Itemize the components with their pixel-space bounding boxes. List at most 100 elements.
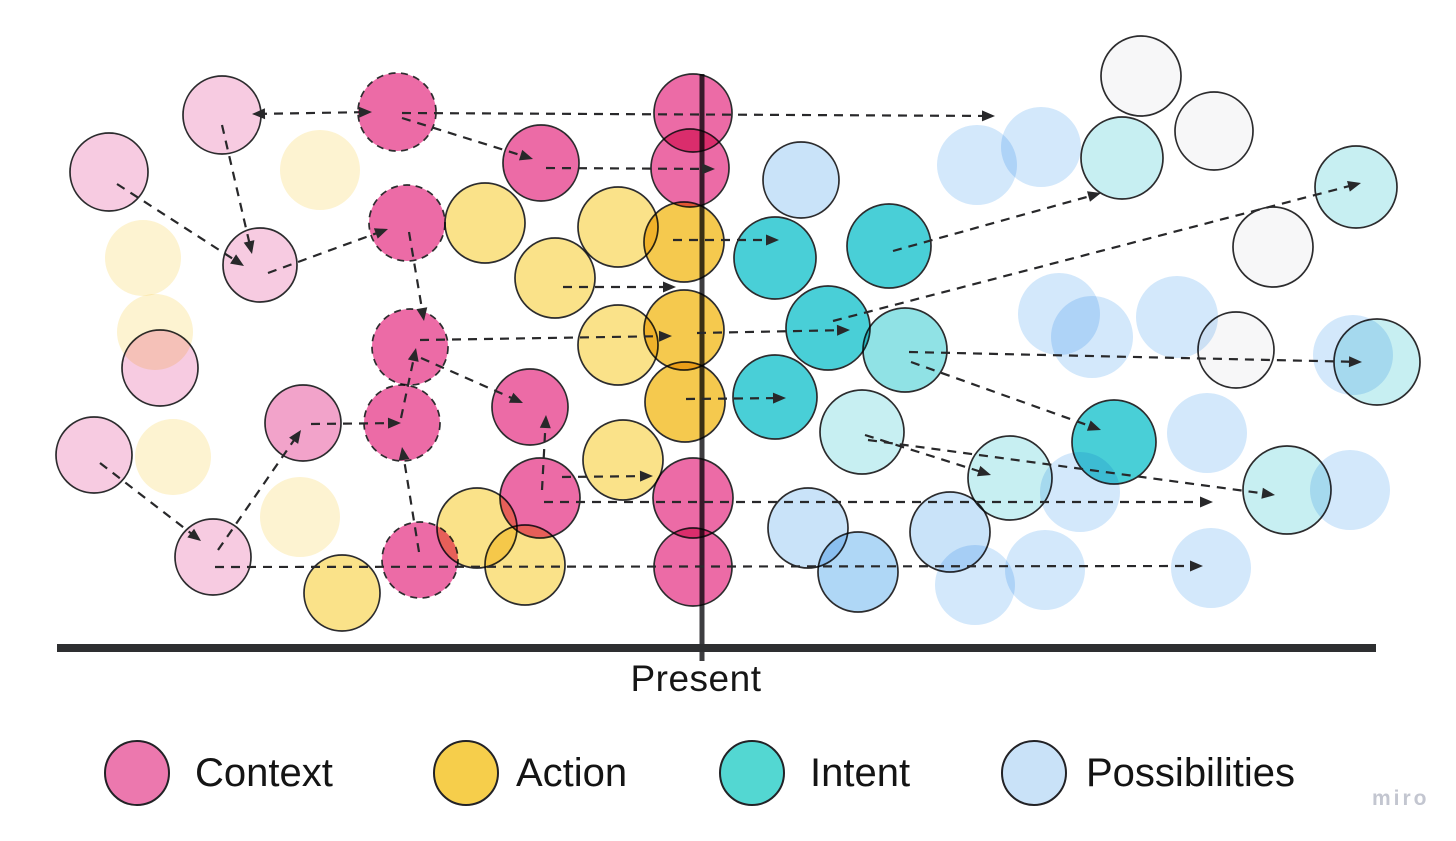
arrowhead-icon xyxy=(508,392,523,403)
action-faint-circle xyxy=(135,419,211,495)
intent-pale-circle xyxy=(819,389,905,475)
legend-item-intent: Intent xyxy=(719,740,910,806)
future-white-circle xyxy=(1174,91,1254,171)
legend-label-action: Action xyxy=(516,750,628,795)
arrowhead-icon xyxy=(518,149,533,161)
possibilities-faded-circle xyxy=(1136,276,1218,358)
arrowhead-icon xyxy=(373,228,388,239)
arrowhead-icon xyxy=(658,330,672,342)
arrowhead-icon xyxy=(639,470,653,482)
dashed-arrow xyxy=(420,356,516,401)
legend-label-intent: Intent xyxy=(810,750,911,795)
arrowhead-icon xyxy=(230,254,244,266)
arrowhead-icon xyxy=(766,234,779,246)
context-swatch-icon xyxy=(104,740,170,806)
action-gold-circle xyxy=(643,201,725,283)
dashed-arrow xyxy=(217,436,297,551)
dashed-arrow xyxy=(267,231,380,275)
possibilities-faded-circle xyxy=(1001,107,1081,187)
arrowhead-icon xyxy=(663,281,676,293)
action-faint-circle xyxy=(260,477,340,557)
context-pale-circle xyxy=(174,518,252,596)
dashed-arrow xyxy=(401,111,987,118)
arrowhead-icon xyxy=(243,240,255,254)
context-medium-circle xyxy=(264,384,342,462)
intent-pale-circle xyxy=(1314,145,1398,229)
intent-teal-circle xyxy=(785,285,871,371)
action-faint-circle xyxy=(117,294,193,370)
action-light-circle xyxy=(514,237,596,319)
dashed-arrow xyxy=(561,474,645,479)
intent-swatch-icon xyxy=(719,740,785,806)
dashed-arrow xyxy=(116,183,238,263)
future-white-circle xyxy=(1100,35,1182,117)
context-pale-circle xyxy=(182,75,262,155)
dashed-arrow xyxy=(419,335,664,342)
arrowhead-icon xyxy=(187,528,201,541)
miro-watermark-logo: miro xyxy=(1372,787,1430,810)
dashed-arrow xyxy=(540,423,547,491)
present-label: Present xyxy=(630,658,762,699)
dashed-arrow xyxy=(402,455,421,553)
legend-label-context: Context xyxy=(195,750,333,795)
context-dark-circle xyxy=(371,308,449,386)
action-gold-circle xyxy=(644,361,726,443)
future-white-circle xyxy=(1197,311,1275,389)
arrowhead-icon xyxy=(398,447,410,461)
intent-pale-circle xyxy=(1080,116,1164,200)
intent-light-circle xyxy=(862,307,948,393)
arrowhead-icon xyxy=(1086,420,1101,431)
action-light-circle xyxy=(444,182,526,264)
dashed-arrow xyxy=(220,124,252,246)
arrowhead-icon xyxy=(772,392,786,404)
dashed-arrow xyxy=(892,194,1093,253)
arrowhead-icon xyxy=(1348,356,1362,368)
legend-label-possibilities: Possibilities xyxy=(1086,750,1295,795)
possibilities-swatch-icon xyxy=(1001,740,1067,806)
context-dark-circle xyxy=(502,124,580,202)
context-dark-circle xyxy=(652,457,734,539)
possibilities-faded-circle xyxy=(1005,530,1085,610)
dashed-arrow xyxy=(867,438,1267,495)
arrowhead-icon xyxy=(539,415,551,429)
arrowhead-icon xyxy=(701,163,715,175)
arrowhead-icon xyxy=(387,417,401,429)
dashed-arrow xyxy=(99,462,195,537)
dashed-arrow xyxy=(545,166,707,171)
action-faint-circle xyxy=(280,130,360,210)
arrowhead-icon xyxy=(252,108,266,120)
future-white-circle xyxy=(1232,206,1314,288)
arrowhead-icon xyxy=(1189,560,1203,572)
intent-teal-circle xyxy=(733,216,817,300)
context-dark-circle xyxy=(368,184,446,262)
dashed-arrow xyxy=(908,350,1354,363)
dashed-arrow xyxy=(910,360,1093,429)
arrowhead-icon xyxy=(358,106,372,118)
context-dark-circle xyxy=(357,72,437,152)
possibilities-faded-circle xyxy=(935,545,1015,625)
arrowhead-icon xyxy=(416,307,428,321)
action-light-circle xyxy=(582,419,664,501)
arrowhead-icon xyxy=(1347,180,1361,192)
dashed-arrow xyxy=(310,422,393,426)
dashed-arrow xyxy=(214,564,1195,569)
arrowhead-icon xyxy=(836,324,850,336)
action-swatch-icon xyxy=(433,740,499,806)
action-gold-circle xyxy=(643,289,725,371)
context-pale-circle xyxy=(69,132,149,212)
dashed-arrow xyxy=(399,356,416,419)
intent-teal-circle xyxy=(846,203,932,289)
possibilities-faded-circle xyxy=(1310,450,1390,530)
possibilities-faded-circle xyxy=(1040,452,1120,532)
action-light-circle xyxy=(484,524,566,606)
legend-item-possibilities: Possibilities xyxy=(1001,740,1295,806)
action-faint-circle xyxy=(105,220,181,296)
arrowhead-icon xyxy=(1200,496,1213,508)
possibilities-faded-circle xyxy=(1167,393,1247,473)
arrowhead-icon xyxy=(976,465,991,477)
dashed-arrow xyxy=(401,116,525,158)
arrowhead-icon xyxy=(1087,191,1101,202)
arrowhead-icon xyxy=(289,430,301,444)
action-light-circle xyxy=(303,554,381,632)
